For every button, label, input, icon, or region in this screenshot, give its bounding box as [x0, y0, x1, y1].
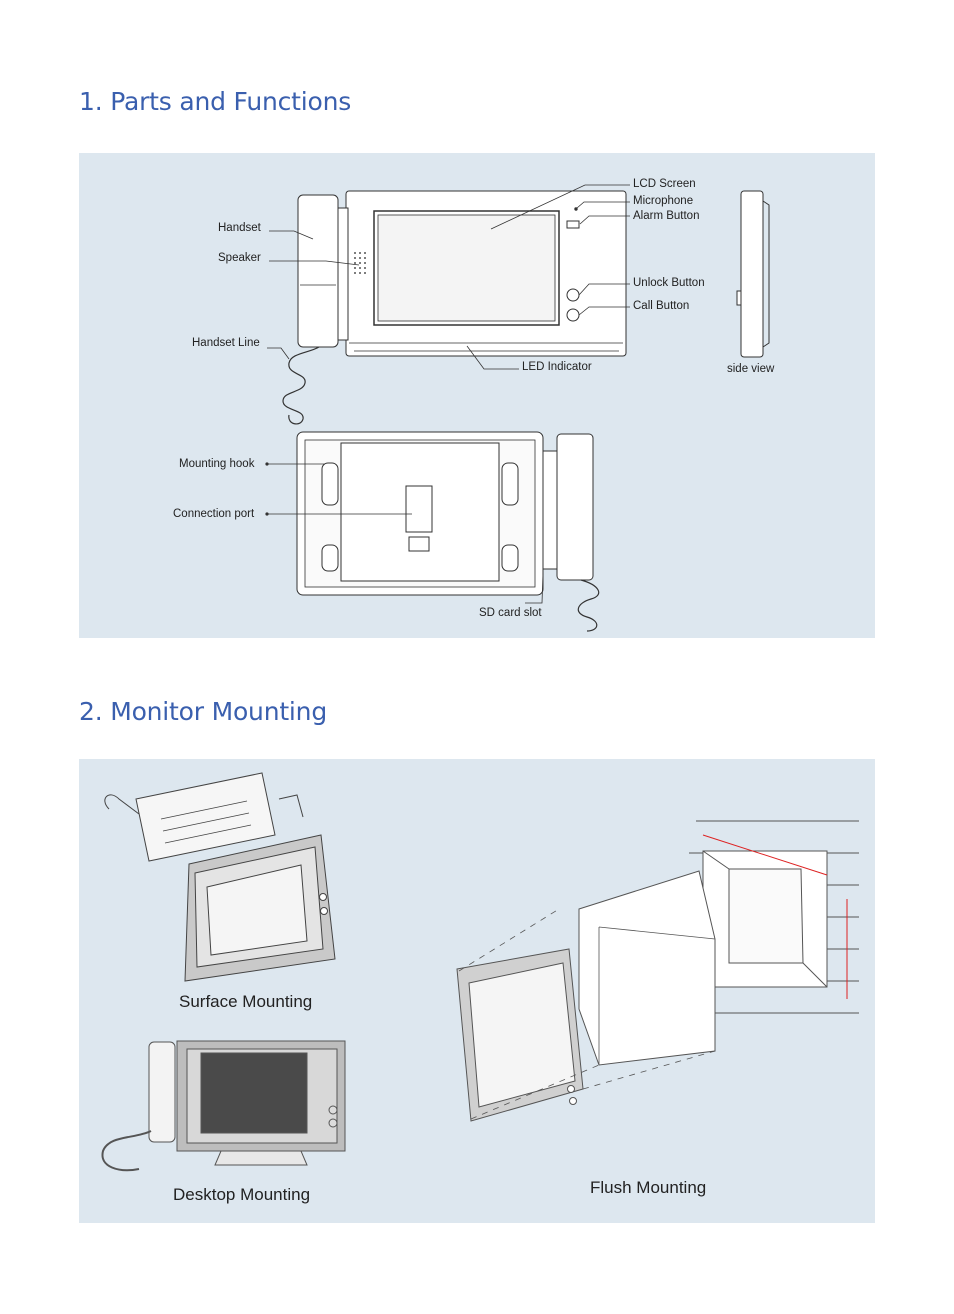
- label-lcd-screen: LCD Screen: [633, 178, 696, 190]
- mounting-hook-left: [321, 462, 339, 506]
- speaker-grille: [354, 252, 366, 274]
- label-call-button: Call Button: [633, 300, 690, 312]
- mounting-diagram: [101, 772, 859, 1172]
- handset-cord: [282, 346, 320, 425]
- back-handset-cord: [577, 579, 600, 632]
- caption-desktop-mounting: Desktop Mounting: [173, 1185, 311, 1204]
- surface-mounting-illustration: [104, 772, 336, 982]
- label-handset: Handset: [218, 222, 261, 234]
- label-unlock-button: Unlock Button: [633, 277, 705, 289]
- caption-surface-mounting: Surface Mounting: [179, 992, 313, 1011]
- alarm-button: [566, 220, 580, 229]
- microphone: [574, 207, 578, 211]
- label-led-indicator: LED Indicator: [522, 361, 592, 373]
- monitor-side-view: [740, 190, 764, 358]
- label-mounting-hook: Mounting hook: [179, 458, 255, 470]
- label-handset-line: Handset Line: [192, 337, 260, 349]
- desktop-mounting-illustration: [101, 1040, 346, 1172]
- mounting-diagram-panel: Surface Mounting Desktop Mounting Flush …: [79, 759, 875, 1223]
- label-alarm-button: Alarm Button: [633, 210, 700, 222]
- handset: [297, 194, 339, 348]
- mounting-hook-right: [501, 462, 519, 506]
- label-side-view: side view: [727, 363, 775, 375]
- section-title-mounting: 2. Monitor Mounting: [79, 697, 327, 726]
- label-microphone: Microphone: [633, 195, 694, 207]
- label-connection-port: Connection port: [173, 508, 255, 520]
- section-title-parts: 1. Parts and Functions: [79, 87, 352, 116]
- label-speaker: Speaker: [218, 252, 261, 264]
- parts-diagram: [265, 184, 770, 632]
- unlock-button: [566, 288, 580, 302]
- parts-diagram-panel: LCD Screen Microphone Alarm Button Hands…: [79, 153, 875, 638]
- flush-mounting-illustration: [456, 820, 859, 1122]
- call-button: [566, 308, 580, 322]
- label-sd-card-slot: SD card slot: [479, 607, 542, 619]
- connection-port: [405, 485, 433, 533]
- caption-flush-mounting: Flush Mounting: [590, 1178, 707, 1197]
